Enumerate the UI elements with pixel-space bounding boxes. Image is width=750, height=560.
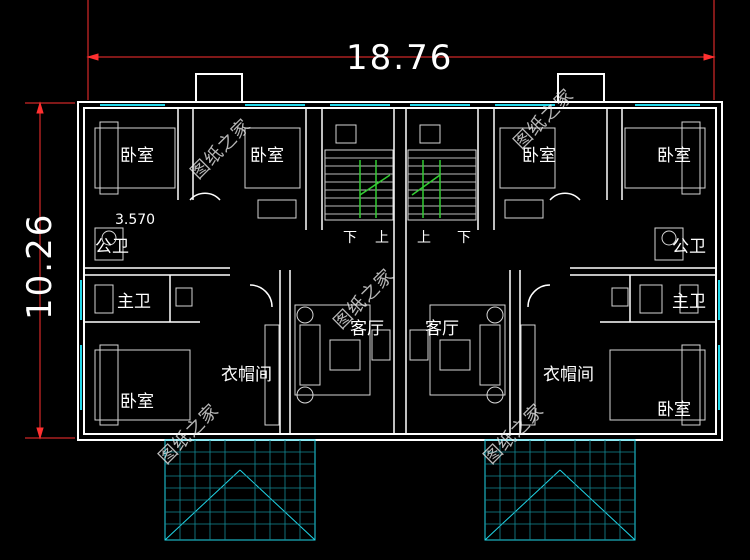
stair-label-down-left: 下 xyxy=(343,230,357,246)
room-label-bedroom-1: 卧室 xyxy=(120,146,154,166)
room-label-bedroom-6: 卧室 xyxy=(657,400,691,420)
room-label-bedroom-2: 卧室 xyxy=(250,146,284,166)
room-label-living-right: 客厅 xyxy=(425,319,459,339)
room-label-public-bath-right: 公卫 xyxy=(672,237,706,257)
exterior-walls xyxy=(77,73,723,441)
room-label-wardrobe-left: 衣帽间 xyxy=(221,365,272,385)
dimension-lines xyxy=(25,0,716,440)
room-label-bedroom-3: 卧室 xyxy=(522,146,556,166)
staircases xyxy=(324,124,477,221)
room-label-public-bath-left: 公卫 xyxy=(95,237,129,257)
room-label-bedroom-5: 卧室 xyxy=(120,392,154,412)
windows xyxy=(80,104,720,410)
stair-label-down-right: 下 xyxy=(457,230,471,246)
width-dimension-label: 18.76 xyxy=(346,38,454,78)
stair-treads xyxy=(325,157,476,215)
stair-label-up-right: 上 xyxy=(417,230,431,246)
wall-mark-label: 3.570 xyxy=(115,212,156,228)
sofa-sets xyxy=(294,304,506,404)
interior-walls xyxy=(84,108,716,434)
room-label-living-left: 客厅 xyxy=(350,319,384,339)
furniture xyxy=(94,121,706,426)
room-label-bedroom-4: 卧室 xyxy=(657,146,691,166)
terraces xyxy=(164,439,636,541)
stair-label-up-left: 上 xyxy=(375,230,389,246)
room-label-wardrobe-right: 衣帽间 xyxy=(543,365,594,385)
height-dimension-label: 10.26 xyxy=(20,212,60,320)
room-label-master-bath-left: 主卫 xyxy=(117,292,151,312)
room-label-master-bath-right: 主卫 xyxy=(672,292,706,312)
